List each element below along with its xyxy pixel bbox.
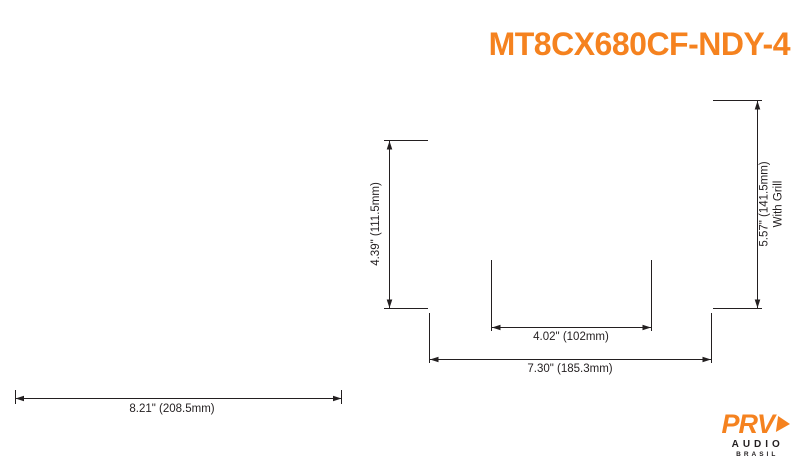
logo-country-text: BRASIL	[736, 450, 779, 458]
page-title: MT8CX680CF-NDY-4	[488, 26, 791, 62]
grill-height-dim-lines	[713, 100, 762, 309]
logo-brand-row: PRV	[721, 408, 792, 439]
logo-brand-text: PRV	[721, 408, 775, 439]
play-triangle-icon	[775, 416, 792, 432]
overall-width-dim-lines	[429, 313, 712, 363]
front-width-dim-lines	[15, 390, 342, 404]
logo-division-text: AUDIO	[731, 438, 784, 450]
grill-height-value: 5.57" (141.5mm)	[758, 161, 771, 247]
body-height-dim-label: 4.39" (111.5mm)	[369, 182, 382, 266]
overall-width-dim-label: 7.30" (185.3mm)	[527, 363, 613, 375]
prv-audio-logo: PRV AUDIO BRASIL	[721, 408, 792, 459]
inner-width-dim-label: 4.02" (102mm)	[533, 331, 609, 343]
body-height-dim-lines	[384, 140, 428, 309]
grill-height-dim-label: 5.57" (141.5mm) With Grill	[758, 161, 787, 246]
grill-height-note: With Grill	[773, 180, 785, 228]
front-width-dim-label: 8.21" (208.5mm)	[129, 403, 215, 415]
inner-width-dim-lines	[491, 260, 652, 331]
